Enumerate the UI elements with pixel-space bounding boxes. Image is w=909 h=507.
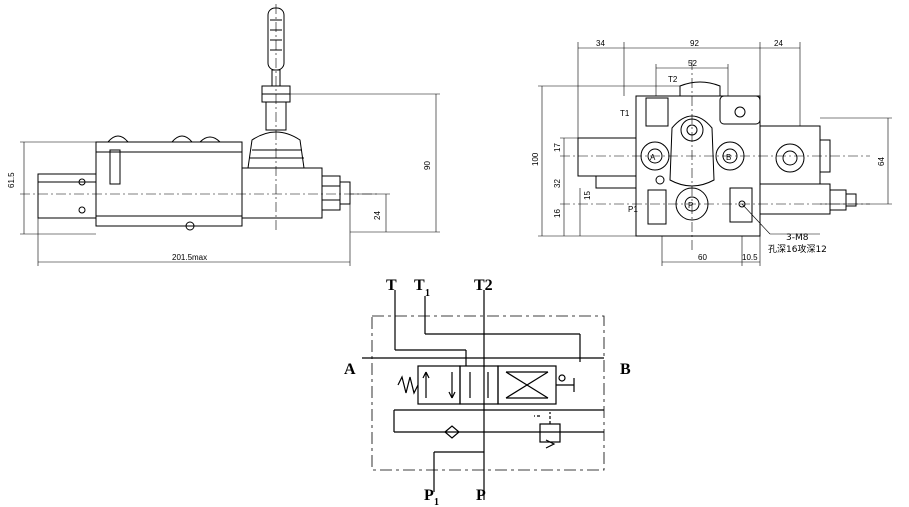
schem-label-t1-sub: 1 — [425, 288, 430, 299]
dim-top-right: 24 — [774, 39, 783, 48]
note-thread: 3-M8 — [786, 233, 809, 243]
schem-label-p: P — [476, 487, 486, 504]
schem-label-p1-sub: 1 — [434, 497, 439, 507]
dim-inner-top: 52 — [688, 59, 697, 68]
note-depth: 孔深16攻深12 — [768, 243, 827, 255]
spool-housing — [241, 167, 323, 219]
front-view — [538, 42, 892, 266]
dim-bottom-60: 60 — [698, 253, 707, 262]
label-a: A — [650, 153, 656, 162]
end-cap — [37, 173, 97, 219]
spring-icon — [397, 375, 419, 395]
dim-height-left: 61.5 — [7, 172, 16, 188]
schem-label-b: B — [620, 361, 631, 378]
dim-left-17: 17 — [553, 143, 562, 152]
spool-position-1 — [417, 365, 461, 405]
side-view — [20, 4, 440, 266]
spool-position-2 — [459, 365, 499, 405]
schematic-boundary — [371, 315, 605, 471]
dim-right: 64 — [877, 157, 886, 166]
dim-bottom-offset: 24 — [373, 211, 382, 220]
lever-boot — [247, 131, 305, 169]
dim-height-right: 90 — [423, 161, 432, 170]
label-p: P — [688, 201, 693, 210]
label-t2: T2 — [668, 75, 678, 84]
schem-label-a: A — [344, 361, 356, 378]
label-t1: T1 — [620, 109, 630, 118]
dim-top-left: 34 — [596, 39, 605, 48]
relief-valve-icon — [539, 423, 561, 443]
dim-left-32: 32 — [553, 179, 562, 188]
dim-left-total: 100 — [531, 152, 540, 166]
dim-length: 201.5max — [172, 253, 207, 262]
schem-label-p1: P — [424, 487, 434, 504]
hydraulic-schematic — [362, 290, 605, 500]
schem-label-t1: T — [414, 277, 425, 294]
label-b: B — [726, 153, 731, 162]
check-valve-icon — [444, 425, 460, 439]
dim-bottom-10: 10.5 — [742, 253, 758, 262]
dim-left-15: 15 — [583, 191, 592, 200]
schem-label-t2: T2 — [474, 277, 493, 294]
dim-top-mid: 92 — [690, 39, 699, 48]
dim-left-16: 16 — [553, 209, 562, 218]
schem-label-t: T — [386, 277, 397, 294]
label-p1: P1 — [628, 205, 638, 214]
